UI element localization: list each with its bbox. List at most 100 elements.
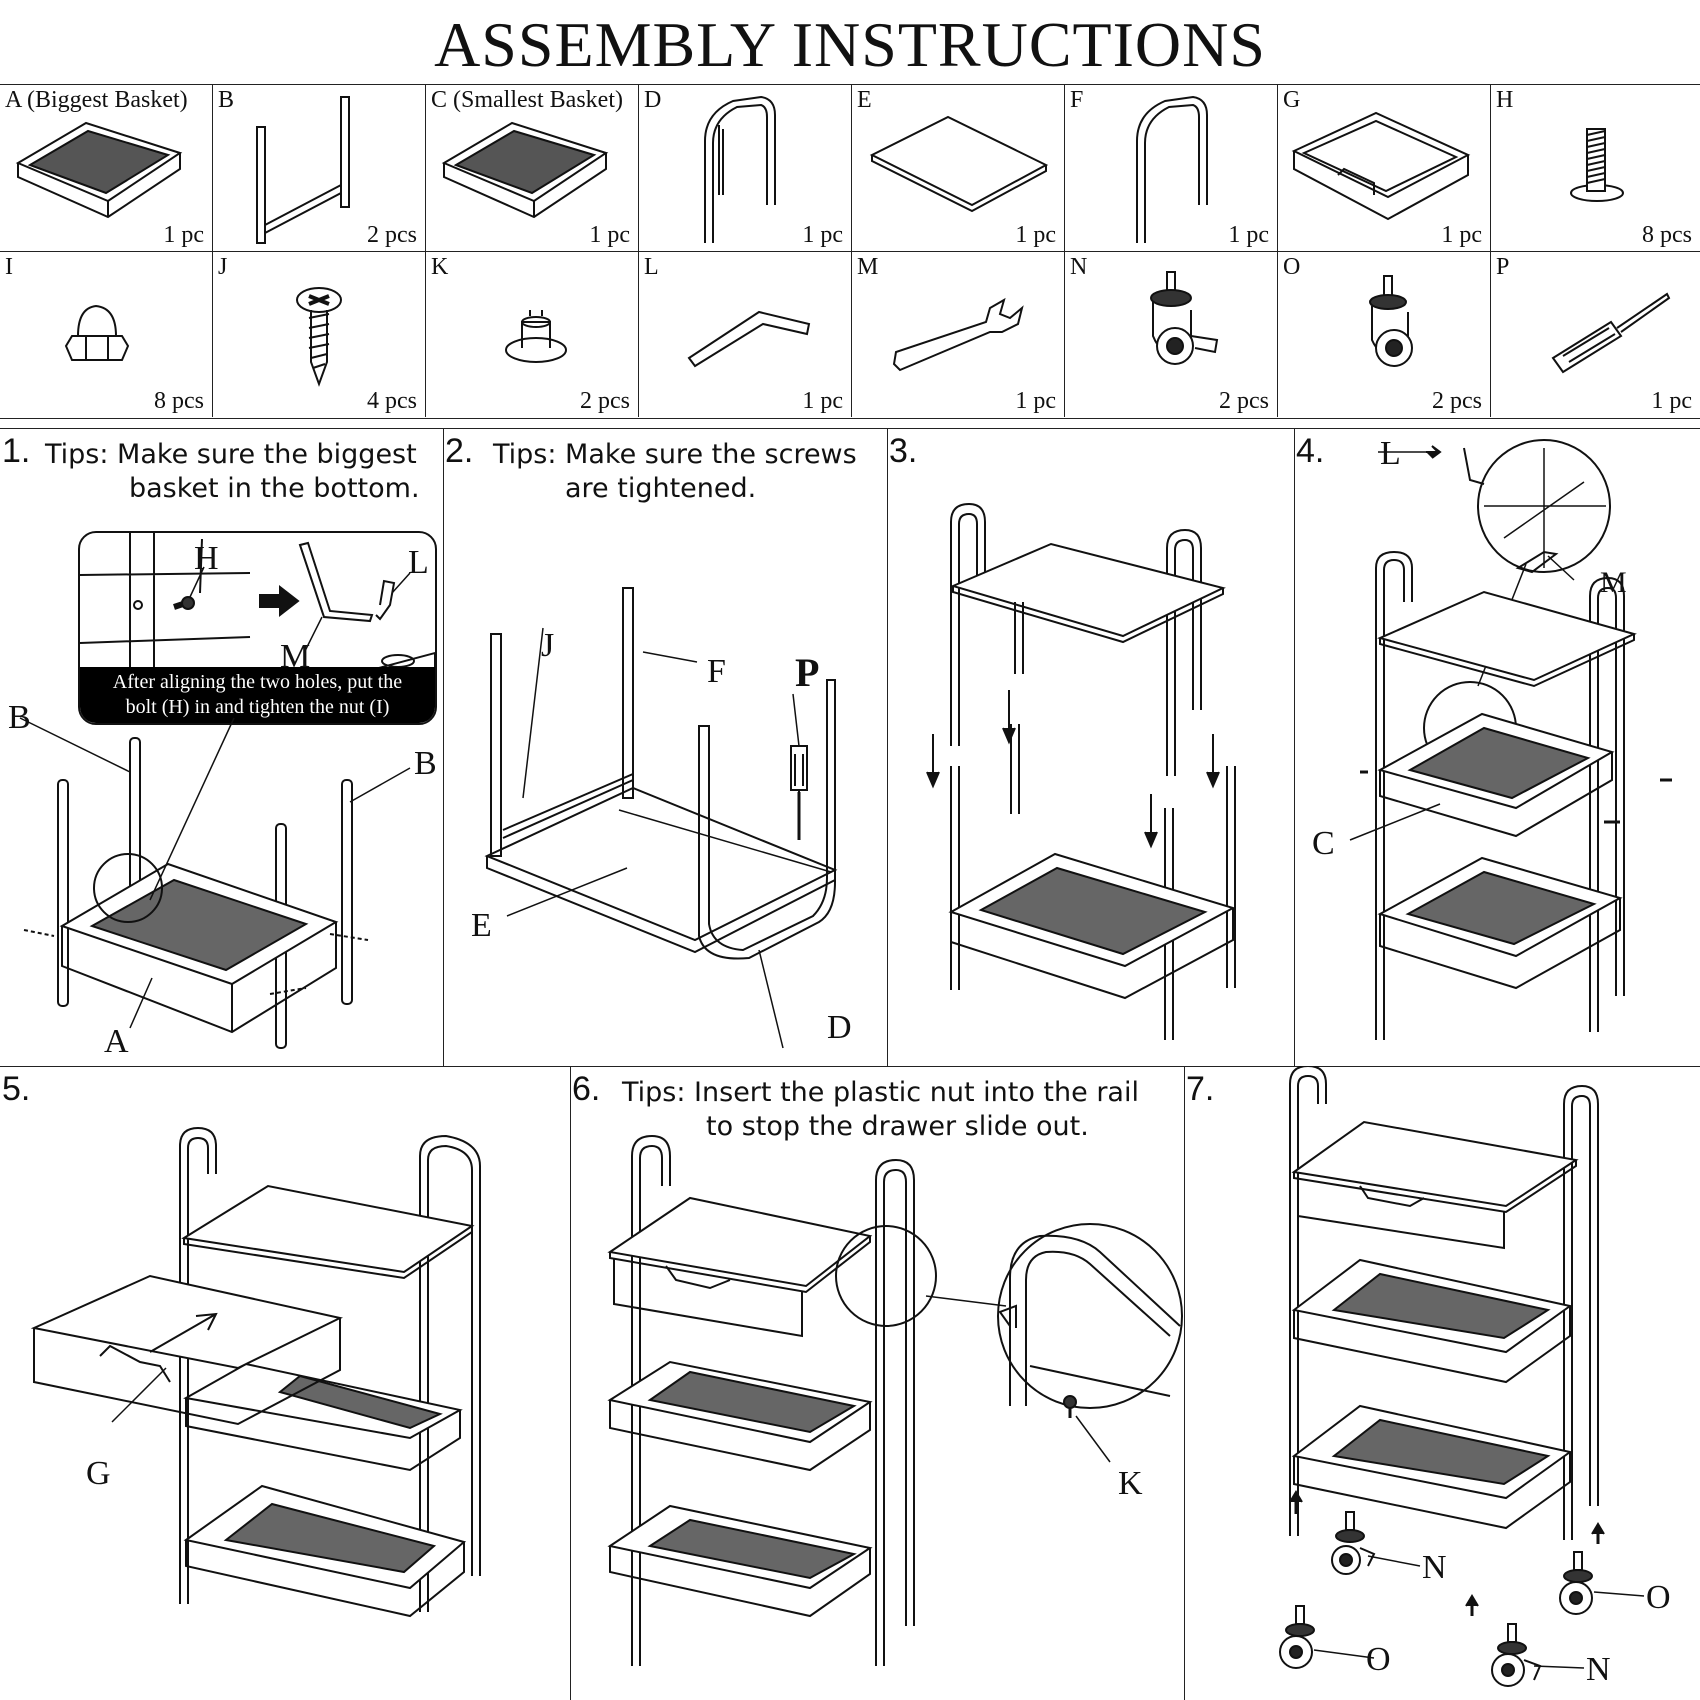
step-number: 7.: [1186, 1070, 1215, 1108]
part-cell-n: N 2 pcs: [1065, 251, 1278, 417]
label-l: L: [1380, 435, 1401, 472]
part-qty: 2 pcs: [1432, 388, 1482, 414]
part-cell-i: I 8 pcs: [0, 251, 213, 417]
step-number: 3.: [889, 432, 918, 470]
board-icon: [869, 115, 1049, 213]
part-qty: 1 pc: [163, 222, 204, 248]
part-qty: 1 pc: [1228, 222, 1269, 248]
drawer-icon: [1291, 111, 1471, 221]
label-c: C: [1312, 825, 1335, 862]
parts-table: A (Biggest Basket) 1 pc B 2 pcs C (Small…: [0, 84, 1700, 419]
part-qty: 8 pcs: [1642, 222, 1692, 248]
part-qty: 1 pc: [1651, 388, 1692, 414]
caption-line: After aligning the two holes, put the: [112, 671, 403, 693]
screwdriver-icon: [1551, 292, 1671, 374]
part-cell-m: M 1 pc: [852, 251, 1065, 417]
step-divider: [1294, 428, 1295, 1066]
tip-line: Tips: Make sure the biggest: [45, 439, 417, 470]
label-n: N: [1422, 1549, 1447, 1586]
part-cell-k: K 2 pcs: [426, 251, 639, 417]
bolt-callout: H M L After aligning the two holes, put …: [78, 531, 437, 725]
step-number: 1.: [2, 432, 31, 470]
tip-line: are tightened.: [565, 473, 757, 504]
step-3-illustration: [926, 502, 1236, 1040]
u-frame-icon: [704, 95, 776, 243]
step-2-illustration: J F P E D: [471, 587, 852, 1049]
part-cell-c: C (Smallest Basket) 1 pc: [426, 85, 639, 251]
hex-key-icon: [687, 310, 811, 368]
part-label: N: [1070, 254, 1088, 280]
part-label: P: [1496, 254, 1510, 280]
part-qty: 1 pc: [1441, 222, 1482, 248]
part-label: F: [1070, 87, 1084, 113]
step-divider: [443, 428, 444, 1066]
step-tip: Tips: Make sure the biggest basket in th…: [45, 438, 420, 506]
step-divider: [1184, 1066, 1185, 1700]
steps-top-rule: [0, 428, 1700, 429]
caption-line: bolt (H) in and tighten the nut (I): [125, 696, 390, 718]
label-h: H: [194, 540, 219, 577]
step-6-illustration: K: [607, 1134, 1183, 1666]
part-cell-j: J 4 pcs: [213, 251, 426, 417]
part-qty: 4 pcs: [367, 388, 417, 414]
callout-caption: After aligning the two holes, put the bo…: [80, 667, 435, 723]
label-g: G: [86, 1455, 111, 1492]
page-title: ASSEMBLY INSTRUCTIONS: [434, 9, 1266, 80]
caster-brake-icon: [1150, 271, 1219, 365]
label-a: A: [104, 1023, 129, 1060]
part-cell-o: O 2 pcs: [1278, 251, 1491, 417]
u-frame-icon: [1136, 95, 1208, 243]
part-label: E: [857, 87, 872, 113]
step-number: 5.: [2, 1070, 31, 1108]
step-tip: Tips: Make sure the screws are tightened…: [493, 438, 857, 506]
part-label: G: [1283, 87, 1301, 113]
label-p: P: [795, 650, 819, 695]
wrench-icon: [892, 297, 1024, 372]
part-label: A (Biggest Basket): [5, 87, 188, 113]
part-label: O: [1283, 254, 1301, 280]
part-qty: 1 pc: [802, 388, 843, 414]
part-cell-d: D 1 pc: [639, 85, 852, 251]
part-cell-h: H 8 pcs: [1491, 85, 1700, 251]
label-f: F: [707, 653, 726, 690]
label-e: E: [471, 907, 492, 944]
part-qty: 2 pcs: [367, 222, 417, 248]
step-tip: Tips: Insert the plastic nut into the ra…: [622, 1076, 1139, 1144]
step-divider: [570, 1066, 571, 1700]
screw-icon: [296, 287, 342, 387]
step-2: 2. Tips: Make sure the screws are tighte…: [443, 428, 887, 1066]
basket-icon: [441, 121, 609, 219]
step-3: 3.: [887, 428, 1294, 1066]
cap-nut-icon: [64, 304, 130, 361]
part-qty: 1 pc: [589, 222, 630, 248]
part-qty: 8 pcs: [154, 388, 204, 414]
tip-line: to stop the drawer slide out.: [706, 1111, 1089, 1142]
label-o: O: [1366, 1641, 1391, 1678]
part-cell-g: G 1 pc: [1278, 85, 1491, 251]
step-number: 6.: [572, 1070, 601, 1108]
part-cell-l: L 1 pc: [639, 251, 852, 417]
step-4: 4. L M: [1294, 428, 1700, 1066]
step-4-illustration: L M C: [1312, 435, 1672, 1040]
step-7: 7.: [1184, 1066, 1700, 1700]
part-label: C (Smallest Basket): [431, 87, 623, 113]
leg-frame-icon: [256, 96, 350, 244]
part-cell-e: E 1 pc: [852, 85, 1065, 251]
step-5-illustration: G: [30, 1126, 481, 1618]
part-label: I: [5, 254, 13, 280]
part-label: K: [431, 254, 449, 280]
step-row-divider: [0, 1066, 1700, 1067]
label-n: N: [1586, 1651, 1611, 1688]
step-7-illustration: N O O N: [1279, 1066, 1671, 1688]
step-5: 5. G: [0, 1066, 570, 1700]
label-l: L: [408, 544, 429, 581]
basket-icon: [15, 121, 183, 219]
label-j: J: [541, 627, 554, 664]
bolt-icon: [1570, 128, 1624, 202]
tip-line: Tips: Insert the plastic nut into the ra…: [622, 1077, 1139, 1108]
part-qty: 1 pc: [802, 222, 843, 248]
part-qty: 2 pcs: [580, 388, 630, 414]
part-cell-f: F 1 pc: [1065, 85, 1278, 251]
step-number: 4.: [1296, 432, 1325, 470]
label-d: D: [827, 1009, 852, 1046]
